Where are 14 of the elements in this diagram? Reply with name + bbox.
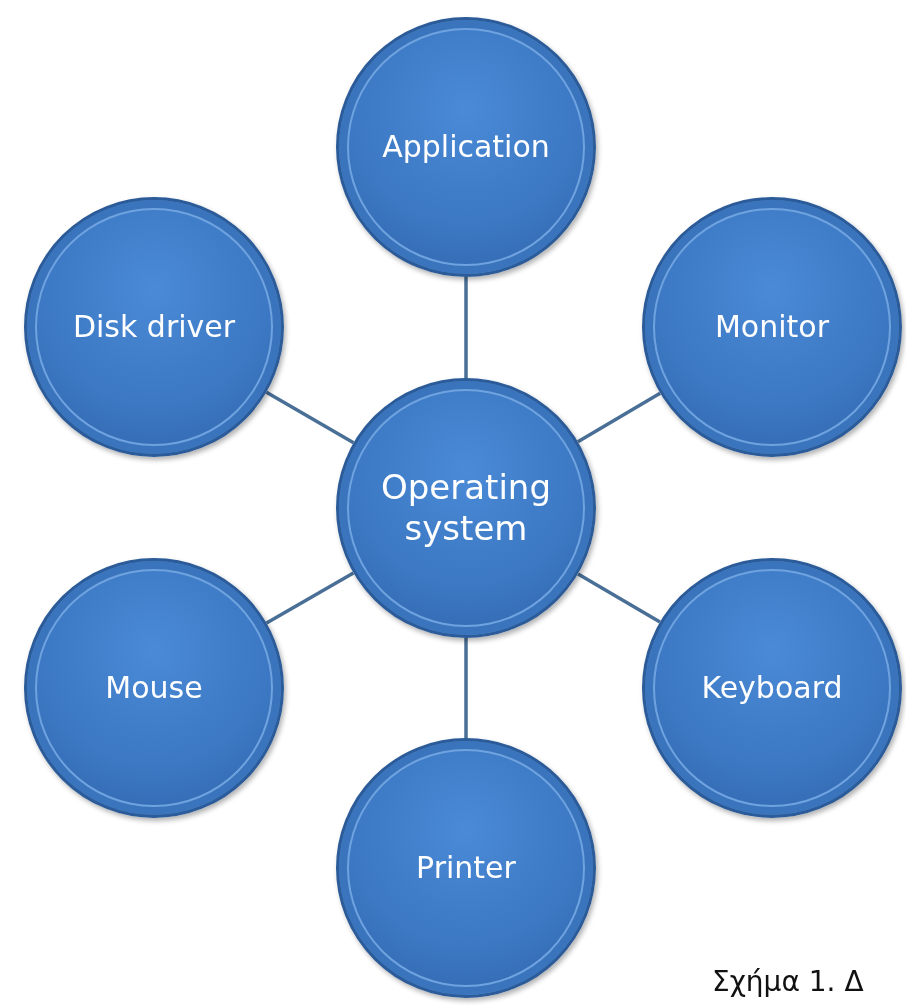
node-label: Mouse <box>105 670 203 706</box>
connector-line <box>577 572 661 624</box>
figure-caption: Σχήμα 1. Δ <box>712 965 864 998</box>
node-label: Application <box>382 129 550 165</box>
connector-line <box>265 390 355 445</box>
node-label: Disk driver <box>72 309 236 345</box>
node-label: Printer <box>416 850 516 886</box>
connector-line <box>577 391 661 444</box>
connector-line <box>265 571 355 625</box>
connector-line <box>464 638 468 738</box>
node-label: Keyboard <box>701 670 843 706</box>
node-label: Monitor <box>714 309 829 345</box>
node-label: Operating system <box>380 467 552 549</box>
connector-line <box>464 277 468 378</box>
